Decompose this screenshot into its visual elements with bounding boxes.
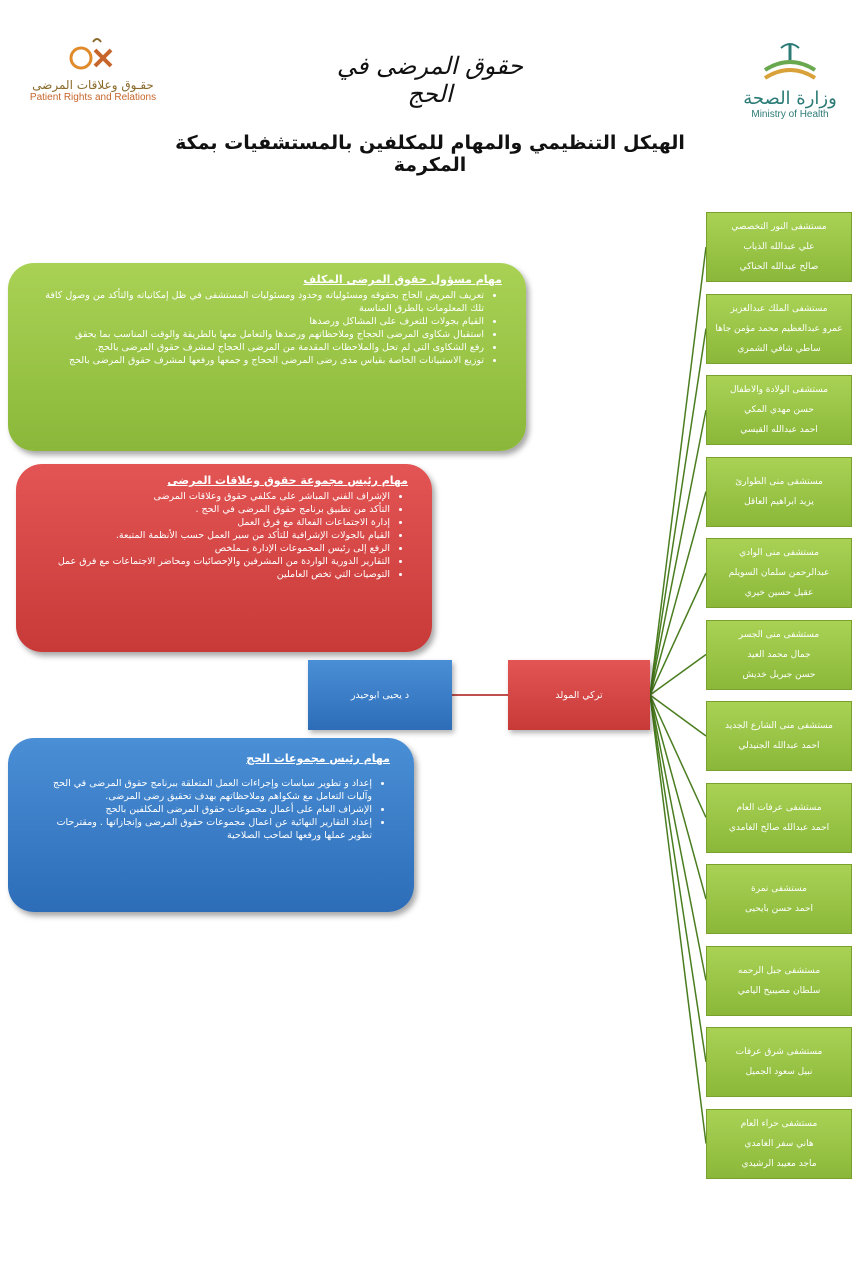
- list-item: التقارير الدورية الواردة من المشرفين وال…: [40, 555, 390, 568]
- hospital-staff: احمد حسن بايحيى: [745, 904, 813, 914]
- hospital-box: مستشفى منى الطوارئ يزيد ابراهيم العاقل: [706, 456, 852, 527]
- hospital-box: مستشفى حراء العام هاني سفر الغامدي ماجد مع…: [706, 1108, 852, 1179]
- connector-line: [649, 572, 707, 696]
- hospital-name: مستشفى شرق عرفات: [735, 1047, 823, 1057]
- hospital-staff: ساطي شافي الشمري: [737, 343, 821, 354]
- connector-line: [649, 491, 707, 696]
- script-title: حقوق المرضى في الحج: [336, 52, 524, 108]
- hospital-connectors: [649, 246, 707, 1144]
- ministry-of-health-logo: وزارة الصحة Ministry of Health: [742, 40, 838, 130]
- group-leader-box: تركي المولد: [508, 660, 650, 730]
- connector-line: [649, 328, 707, 696]
- connector-line: [649, 694, 707, 1144]
- hospital-staff: صالح عبدالله الحناكي: [739, 262, 819, 272]
- hospital-name: مستشفى حراء العام: [740, 1118, 818, 1129]
- hospital-name: مستشفى النور التخصصي: [731, 222, 827, 232]
- logo-right-english: Ministry of Health: [751, 109, 829, 120]
- list-item: إعداد و تطوير سياسات وإجراءات العمل المت…: [32, 777, 372, 803]
- hospital-staff: نبيل سعود الجميل: [745, 1067, 813, 1077]
- group-leader-name: تركي المولد: [555, 689, 603, 701]
- hospital-name: مستشفى الملك عبدالعزيز: [730, 303, 828, 314]
- head-of-groups-name: د يحيى ابوحيدر: [350, 689, 410, 701]
- list-item: التوصيات التي تخص العاملين: [40, 568, 390, 581]
- list-item: تعريف المريض الحاج بحقوقه ومسئولياته وحد…: [32, 289, 484, 315]
- ministry-emblem-icon: [763, 43, 817, 80]
- group-leader-tasks: مهام رئيس مجموعة حقوق وعلاقات المرضى الإ…: [16, 464, 432, 652]
- hospital-name: مستشفى منى الوادي: [739, 548, 819, 558]
- connector-line: [649, 409, 707, 696]
- patient-rights-emblem-icon: [69, 38, 113, 70]
- hospital-staff: سلطان مصيبيح اليامي: [737, 985, 821, 996]
- blue-box-title: مهام رئيس مجموعات الحج: [246, 752, 390, 765]
- hospital-box: مستشفى عرفات العام احمد عبدالله صالح الغا…: [706, 782, 852, 853]
- connector-line: [649, 694, 707, 737]
- list-item: رفع الشكاوى التي لم تحل والملاحظات المقد…: [32, 341, 484, 354]
- logo-left-arabic: حقـوق وعلاقات المرضى: [32, 78, 154, 92]
- hospital-staff: جمال محمد العيد: [747, 649, 811, 660]
- list-item: إعداد التقارير النهائية عن اعمال مجموعات…: [32, 816, 372, 842]
- hospital-box: مستشفى منى الوادي عبدالرحمن سلمان السويلم…: [706, 538, 852, 608]
- hospital-box: مستشفى الولادة والاطفال حسن مهدي المكي احم…: [706, 375, 852, 445]
- hospital-staff: عقيل حسين خيري: [744, 588, 814, 598]
- hospital-name: مستشفى نمرة: [751, 884, 807, 894]
- hospital-box: مستشفى منى الشارع الجديد احمد عبدالله الج…: [706, 701, 852, 771]
- hospital-box: مستشفى جبل الرحمه سلطان مصيبيح اليامي: [706, 945, 852, 1016]
- hospital-staff: حسن جبريل خديش: [742, 669, 816, 680]
- list-item: استقبال شكاوى المرضى الحجاج وملاحظاتهم و…: [32, 328, 484, 341]
- logo-right-arabic: وزارة الصحة: [743, 88, 837, 109]
- hospital-name: مستشفى الولادة والاطفال: [729, 385, 829, 395]
- patient-rights-officer-tasks: مهام مسؤول حقوق المرضى المكلف تعريف المر…: [8, 263, 526, 451]
- connector-line: [649, 246, 707, 696]
- hospital-staff: يزيد ابراهيم العاقل: [744, 496, 814, 507]
- logo-left-english: Patient Rights and Relations: [29, 92, 157, 103]
- connector-line: [649, 653, 707, 696]
- connector-line: [649, 694, 707, 981]
- hospital-box: مستشفى النور التخصصي علي عبدالله الذياب صا…: [706, 212, 852, 282]
- hospital-box: مستشفى الملك عبدالعزيز عمرو عبدالعظيم محم…: [706, 293, 852, 364]
- hospital-staff: هاني سفر الغامدي: [744, 1138, 814, 1149]
- head-of-groups-box: د يحيى ابوحيدر: [308, 660, 452, 730]
- hospital-name: مستشفى منى الطوارئ: [735, 476, 823, 487]
- hospital-staff: عبدالرحمن سلمان السويلم: [728, 568, 830, 578]
- hospital-name: مستشفى جبل الرحمه: [737, 965, 821, 976]
- hospital-box: مستشفى شرق عرفات نبيل سعود الجميل: [706, 1027, 852, 1097]
- list-item: إدارة الاجتماعات الفعالة مع فرق العمل: [40, 516, 390, 529]
- head-of-groups-tasks: مهام رئيس مجموعات الحج إعداد و تطوير سيا…: [8, 738, 414, 912]
- hospital-name: مستشفى منى الشارع الجديد: [725, 721, 834, 731]
- connector-line: [649, 694, 707, 1063]
- hospital-staff: عمرو عبدالعظيم محمد مؤمن جاها: [715, 323, 843, 334]
- list-item: الإشراف العام على أعمال مجموعات حقوق الم…: [32, 803, 372, 816]
- red-box-title: مهام رئيس مجموعة حقوق وعلاقات المرضى: [167, 474, 408, 487]
- hospital-box: مستشفى منى الجسر جمال محمد العيد حسن جبريل…: [706, 619, 852, 690]
- hospital-staff: احمد عبدالله القيسي: [740, 425, 818, 435]
- connector-line: [649, 694, 707, 818]
- list-item: الإشراف الفني المباشر على مكلفي حقوق وعل…: [40, 490, 390, 503]
- hospital-staff: ماجد معيبد الرشيدي: [741, 1158, 817, 1169]
- green-box-title: مهام مسؤول حقوق المرضى المكلف: [303, 273, 502, 286]
- list-item: القيام بالجولات الإشرافية للتأكد من سير …: [40, 529, 390, 542]
- list-item: توزيع الاستبيانات الخاصة بقياس مدى رضى ا…: [32, 354, 484, 367]
- list-item: القيام بجولات للتعرف على المشاكل ورصدها: [32, 315, 484, 328]
- patient-rights-logo: حقـوق وعلاقات المرضى Patient Rights and …: [26, 34, 160, 118]
- hospital-staff: احمد عبدالله صالح الغامدي: [728, 822, 830, 833]
- list-item: الرفع إلى رئيس المجموعات الإدارة بــملخص: [40, 542, 390, 555]
- hospital-name: مستشفى عرفات العام: [736, 802, 822, 813]
- hospital-staff: احمد عبدالله الجنيدلي: [738, 741, 820, 751]
- hospital-staff: حسن مهدي المكي: [744, 405, 814, 415]
- hospital-staff: علي عبدالله الذياب: [743, 242, 815, 252]
- page-title: الهيكل التنظيمي والمهام للمكلفين بالمستش…: [175, 132, 685, 176]
- connector-line: [649, 694, 707, 900]
- hospital-name: مستشفى منى الجسر: [738, 629, 820, 640]
- list-item: التأكد من تطبيق برنامج حقوق المرضى في ال…: [40, 503, 390, 516]
- hospital-box: مستشفى نمرة احمد حسن بايحيى: [706, 864, 852, 934]
